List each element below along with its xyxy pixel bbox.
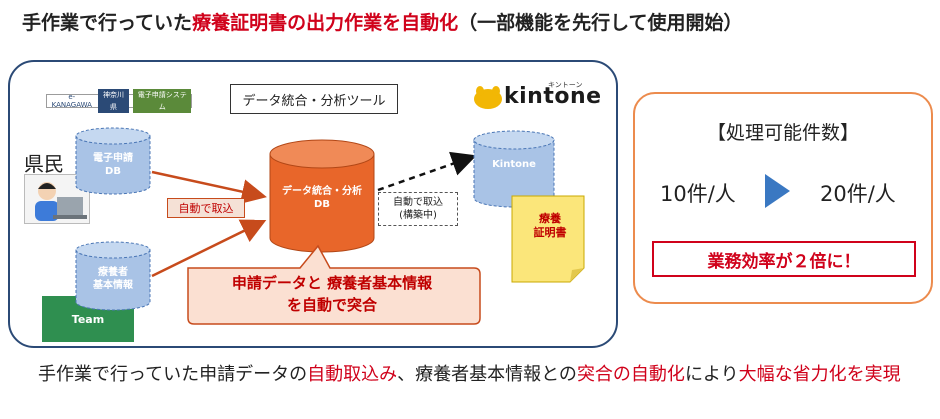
certificate-document-icon bbox=[511, 195, 585, 283]
auto-import-future-label: 自動で取込(構築中) bbox=[378, 192, 458, 226]
ekanagawa-system: 電子申請システム bbox=[133, 89, 192, 113]
workflow-panel bbox=[8, 60, 618, 348]
capacity-before: 10件/人 bbox=[660, 182, 736, 206]
callout-bubble bbox=[187, 244, 481, 325]
arrow-central-to-kintone bbox=[377, 151, 477, 192]
kintone-logo-kana: キントーン bbox=[548, 81, 583, 89]
results-panel bbox=[633, 92, 933, 304]
ekanagawa-brand: e-KANAGAWA bbox=[51, 93, 92, 109]
citizen-label: 県民 bbox=[24, 152, 64, 176]
kintone-db-label: Kintone bbox=[492, 158, 536, 170]
title-text-3: （一部機能を先行して使用開始） bbox=[458, 12, 743, 34]
title-text-1: 手作業で行っていた bbox=[22, 12, 193, 34]
central-db-icon bbox=[269, 139, 375, 253]
arrow-patient-to-central bbox=[151, 219, 267, 278]
tool-label: データ統合・分析ツール bbox=[230, 84, 398, 114]
kintone-db-icon bbox=[473, 130, 555, 208]
kintone-logo-text: kintone bbox=[504, 84, 602, 109]
page-title: 手作業で行っていた療養証明書の出力作業を自動化（一部機能を先行して使用開始） bbox=[22, 8, 743, 35]
callout-text: 申請データと 療養者基本情報 を自動で突合 bbox=[231, 274, 433, 314]
kintone-logo bbox=[474, 86, 502, 109]
summary-text: 手作業で行っていた申請データの自動取込み、療養者基本情報との突合の自動化により大… bbox=[38, 364, 901, 385]
ekanagawa-logo: e-KANAGAWA 神奈川県 電子申請システム bbox=[46, 89, 192, 113]
patient-db-icon bbox=[75, 241, 151, 311]
efficiency-badge: 業務効率が２倍に！ bbox=[652, 241, 916, 277]
certificate-label: 療養 証明書 bbox=[533, 212, 567, 239]
auto-import-label: 自動で取込 bbox=[167, 198, 245, 218]
ekanagawa-org: 神奈川県 bbox=[97, 89, 130, 113]
application-db-icon bbox=[75, 127, 151, 195]
patient-db-label: 療養者基本情報 bbox=[93, 267, 133, 291]
title-text-highlight: 療養証明書の出力作業を自動化 bbox=[192, 12, 459, 34]
increase-arrow-icon bbox=[765, 174, 790, 208]
results-heading: 【処理可能件数】 bbox=[706, 122, 859, 144]
arrow-application-to-central bbox=[151, 170, 267, 204]
capacity-after: 20件/人 bbox=[820, 182, 896, 206]
